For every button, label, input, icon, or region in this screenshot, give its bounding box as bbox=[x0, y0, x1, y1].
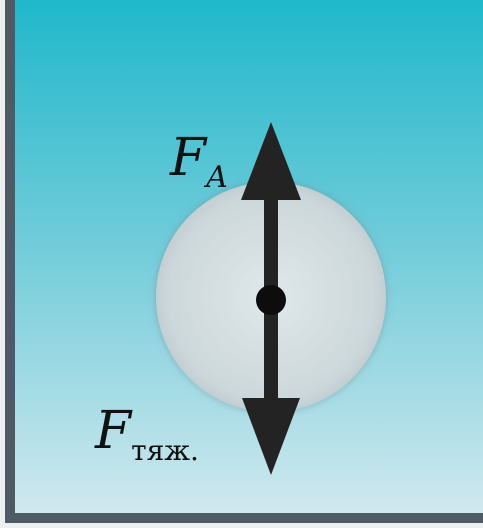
buoyant-force-label: FA bbox=[169, 128, 228, 195]
vessel-wall-bottom bbox=[5, 513, 483, 523]
vessel-wall-left bbox=[5, 0, 15, 522]
gravity-force-subscript: тяж. bbox=[131, 434, 199, 467]
buoyant-force-symbol: F bbox=[169, 128, 208, 188]
buoyant-force-subscript: A bbox=[203, 160, 228, 195]
gravity-force-arrowhead bbox=[242, 398, 300, 475]
gravity-force-symbol: F bbox=[94, 401, 133, 461]
buoyant-force-arrowhead bbox=[241, 122, 301, 200]
gravity-force-label: Fтяж. bbox=[94, 401, 199, 467]
center-of-mass-dot bbox=[256, 285, 286, 315]
